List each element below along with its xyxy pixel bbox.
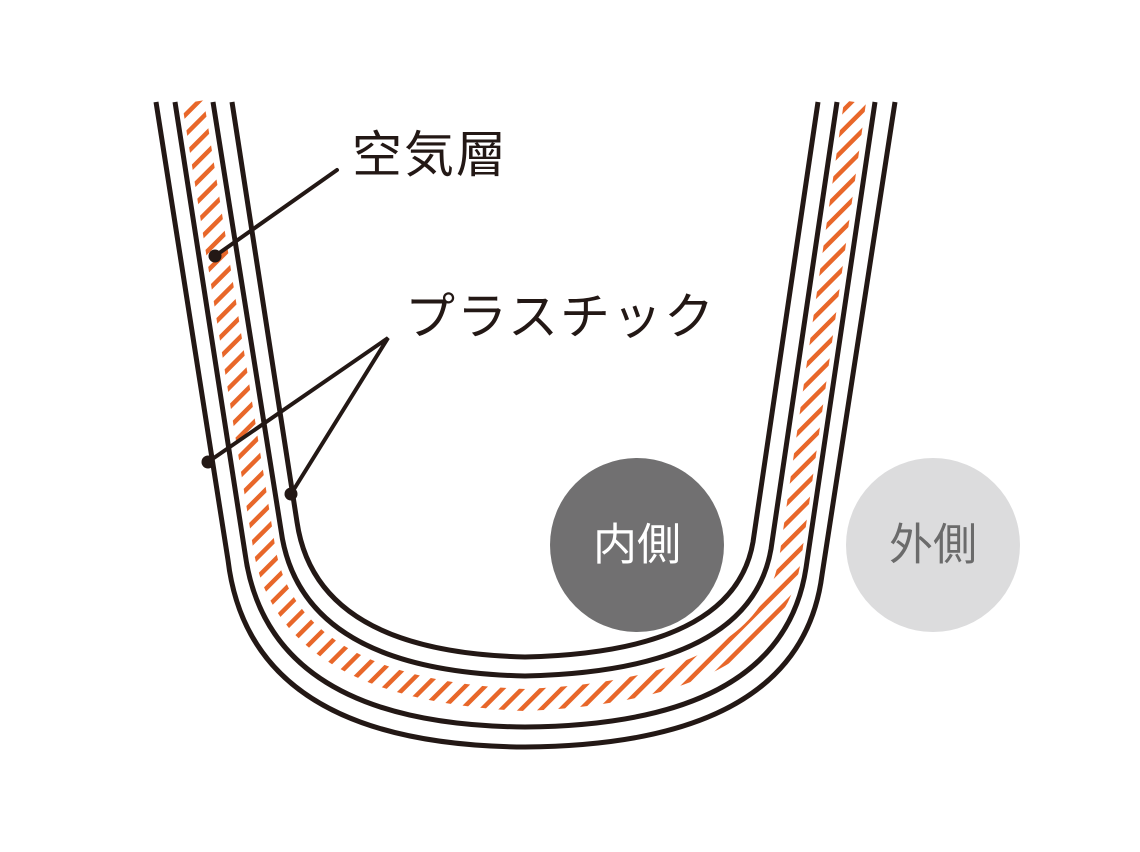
plastic-pointer-dot-outer xyxy=(201,455,215,469)
inner-wall-inner-line xyxy=(229,101,821,660)
air-layer-label: 空気層 xyxy=(352,126,508,184)
inner-side-badge-label: 内側 xyxy=(593,520,681,571)
plastic-label: プラスチック xyxy=(405,288,716,346)
outer-wall-outer-line xyxy=(153,101,898,750)
outer-side-badge-label: 外側 xyxy=(889,520,977,571)
outer-side-badge xyxy=(846,458,1020,632)
outer-wall-inner-line xyxy=(172,101,878,730)
air-layer-hatch xyxy=(182,100,866,711)
inner-wall-outer-line xyxy=(210,101,840,679)
air-layer-leader xyxy=(213,168,339,258)
air-layer-pointer-dot xyxy=(208,249,222,263)
plastic-leader xyxy=(206,336,390,496)
inner-side-badge xyxy=(550,458,724,632)
plastic-pointer-dot-inner xyxy=(284,487,298,501)
